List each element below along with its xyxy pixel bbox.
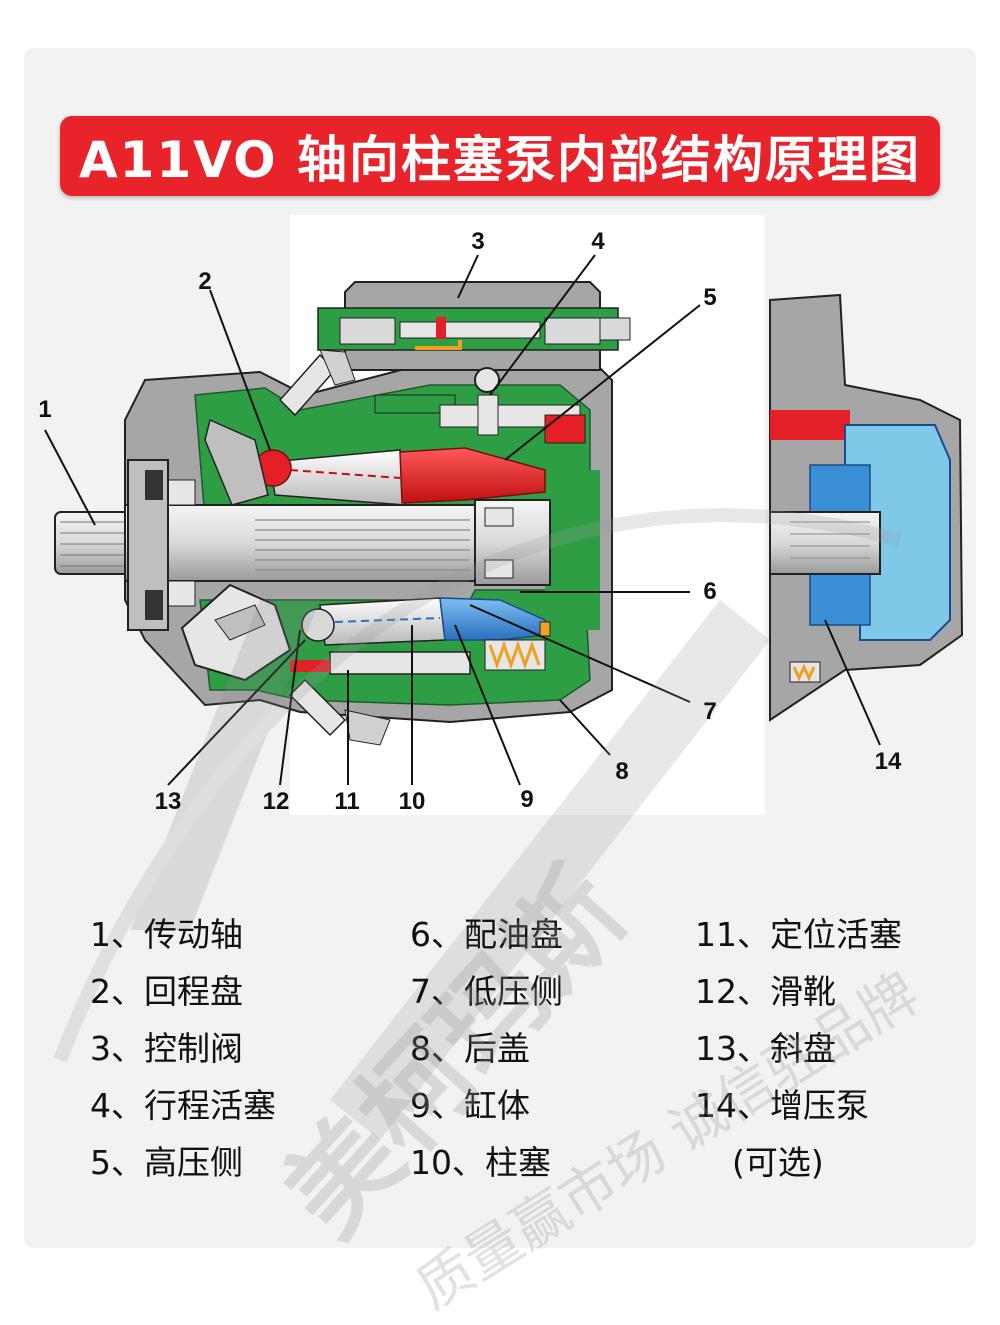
legend-item-5: 5、高压侧 — [90, 1143, 243, 1182]
upper-piston — [254, 447, 546, 506]
swashplate — [180, 418, 292, 682]
drive-shaft — [54, 479, 551, 607]
pump-cross-section-diagram — [44, 215, 965, 1140]
stroke-piston — [374, 367, 586, 444]
title-banner: A11VO 轴向柱塞泵内部结构原理图 — [60, 116, 940, 196]
legend-item-2: 2、回程盘 — [90, 972, 243, 1011]
watermark-logo — [53, 508, 902, 1140]
legend-item-9: 9、缸体 — [410, 1086, 530, 1125]
control-valve-block — [317, 281, 631, 371]
legend-item-12: 12、滑靴 — [695, 972, 836, 1011]
legend-item-13: 13、斜盘 — [695, 1029, 836, 1068]
callout-6: 6 — [703, 578, 717, 605]
spring-valve — [484, 621, 551, 671]
positioning-piston — [290, 651, 471, 675]
callout-14: 14 — [874, 748, 902, 775]
callout-4: 4 — [591, 228, 605, 255]
callout-8: 8 — [615, 758, 629, 785]
legend-item-6: 6、配油盘 — [410, 915, 563, 954]
callout-7: 7 — [703, 698, 717, 725]
callout-3: 3 — [471, 228, 485, 255]
callout-2: 2 — [198, 268, 212, 295]
callout-13: 13 — [154, 788, 182, 815]
boost-pump — [769, 293, 964, 722]
legend-item-7: 7、低压侧 — [410, 972, 563, 1011]
callout-12: 12 — [262, 788, 290, 815]
legend-item-11: 11、定位活塞 — [695, 915, 902, 954]
legend-item-4: 4、行程活塞 — [90, 1086, 276, 1125]
legend-item-3: 3、控制阀 — [90, 1029, 243, 1068]
leader-lines — [44, 254, 881, 786]
legend-item-8: 8、后盖 — [410, 1029, 530, 1068]
legend-item-14: 14、增压泵 — [695, 1086, 869, 1125]
legend-item-1: 1、传动轴 — [90, 915, 243, 954]
callout-11: 11 — [334, 788, 360, 815]
callout-5: 5 — [703, 284, 717, 311]
legend-item-14-note: (可选) — [732, 1143, 824, 1182]
callout-9: 9 — [520, 786, 534, 813]
page-title: A11VO 轴向柱塞泵内部结构原理图 — [78, 131, 921, 189]
front-flange — [127, 459, 169, 631]
callout-1: 1 — [38, 396, 52, 423]
callout-10: 10 — [398, 788, 426, 815]
legend-item-10: 10、柱塞 — [410, 1143, 551, 1182]
